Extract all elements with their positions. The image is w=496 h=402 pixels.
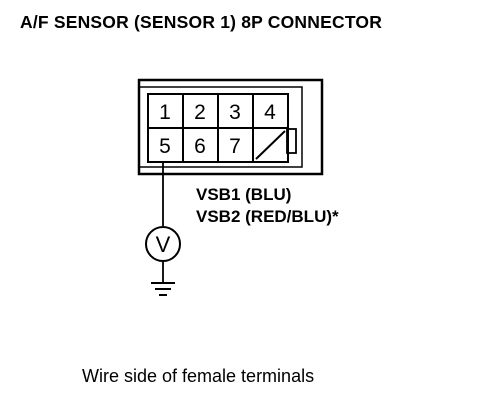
connector-inner-frame <box>138 86 303 168</box>
wire-label-vsb2: VSB2 (RED/BLU)* <box>196 207 339 226</box>
terminal-label: 2 <box>194 101 206 124</box>
view-caption: Wire side of female terminals <box>82 366 315 386</box>
terminal-label: 5 <box>159 135 171 158</box>
terminal-label: 4 <box>264 101 276 124</box>
terminal-label: 6 <box>194 135 206 158</box>
empty-terminal-slash <box>255 130 286 160</box>
terminal-label: 1 <box>159 101 171 124</box>
diagram-title: A/F SENSOR (SENSOR 1) 8P CONNECTOR <box>20 12 383 32</box>
terminal-label: 3 <box>229 101 241 124</box>
wire-label-vsb1: VSB1 (BLU) <box>196 185 291 204</box>
terminal-cell-empty <box>252 127 289 163</box>
terminal-row-1: 1 2 3 4 <box>147 93 289 129</box>
voltmeter-icon: V <box>145 226 181 262</box>
ground-icon <box>151 282 175 296</box>
voltmeter-symbol: V <box>156 232 171 257</box>
terminal-row-2: 5 6 7 <box>147 127 289 163</box>
terminal-label: 7 <box>229 135 241 158</box>
